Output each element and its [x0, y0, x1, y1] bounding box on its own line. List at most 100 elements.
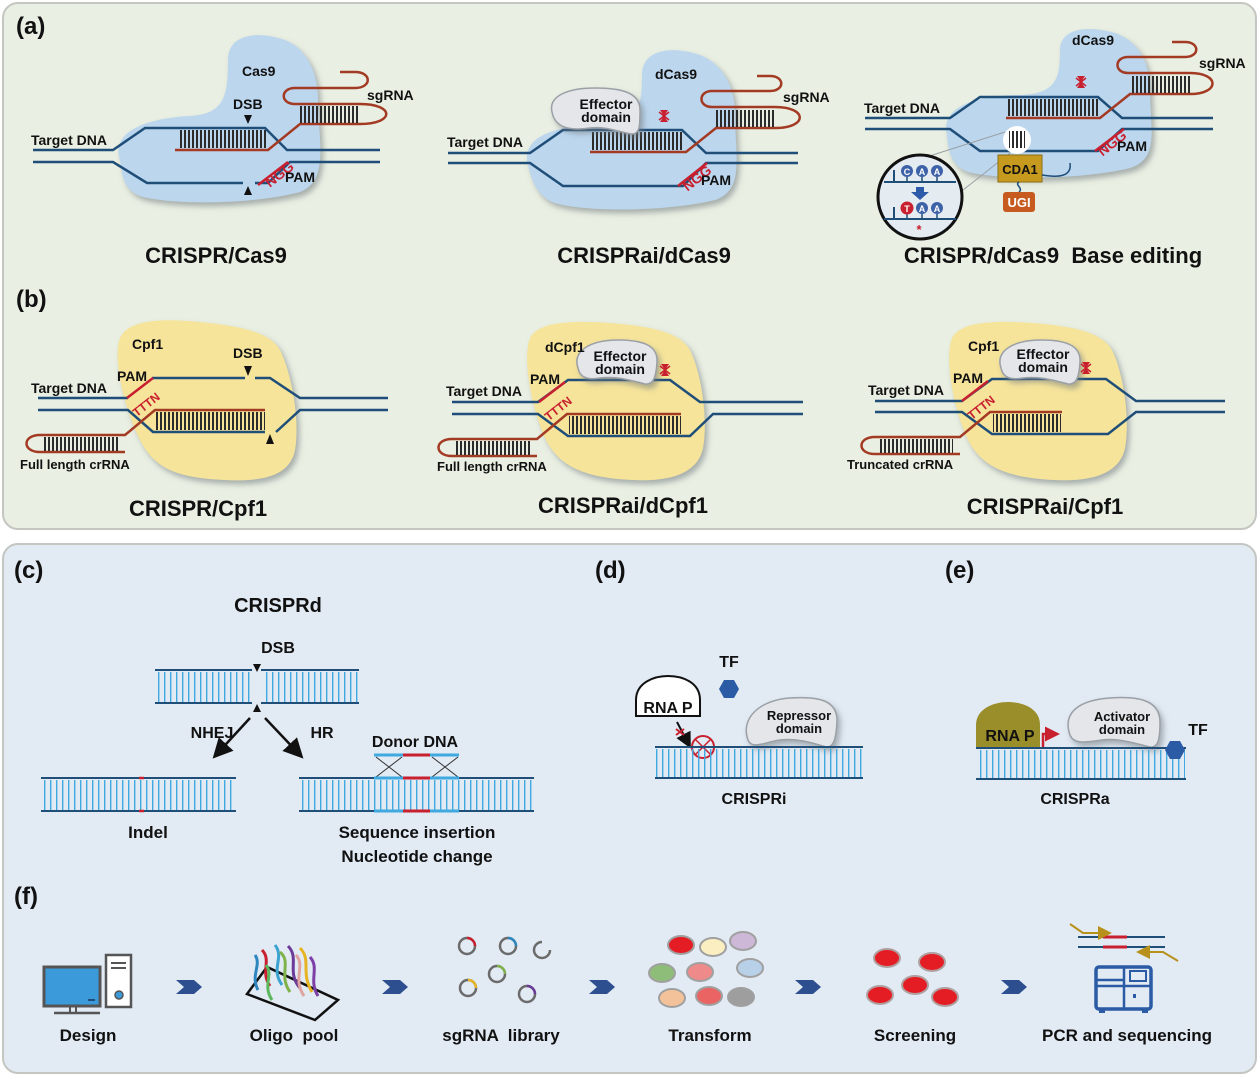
transcription-start-arrow-icon [1041, 726, 1060, 748]
crisprd-dsb-label: DSB [261, 640, 295, 657]
conversion-arrow-icon [911, 187, 929, 200]
dcas9-effector-line2: domain [581, 109, 631, 125]
computer-icon [42, 953, 133, 1015]
tf-hexagon-icon [1165, 741, 1185, 759]
base-before-a2: A [931, 165, 943, 182]
rna-polymerase [976, 702, 1040, 748]
cda1-box [997, 154, 1043, 183]
chevron-arrow-icon [382, 980, 408, 994]
be-pam-label: PAM [1117, 138, 1147, 154]
crisprd-diagram: CRISPRd DSB NHEJ HR Donor DNA [41, 595, 534, 866]
ugi-label: UGI [1007, 195, 1030, 210]
sgrna-stem [1132, 76, 1192, 93]
cpf1-protein-label: Cpf1 [132, 336, 163, 352]
nhej-arrow [212, 717, 251, 759]
cpf1t-effector-line1: Effector [1017, 346, 1070, 362]
crrna-stem [456, 441, 530, 455]
panel-c-label: (c) [14, 557, 43, 584]
hr-arrow [264, 717, 304, 759]
dsb-arrow-bottom [266, 434, 274, 444]
indel-dna [41, 776, 236, 813]
plasmid-library-icon [457, 936, 552, 1004]
base-after-t: T [900, 201, 914, 219]
cas9-title: CRISPR/Cas9 [145, 243, 287, 268]
donor-dna [374, 753, 459, 778]
svg-text:T: T [904, 204, 910, 214]
crispra-diagram: RNA P Activator domain TF CRISPRa [976, 696, 1208, 808]
ugi-linker [1016, 181, 1022, 193]
guide-rna-pairing [592, 132, 682, 150]
dcas9-pam-label: PAM [701, 172, 731, 188]
donor-dna-label: Donor DNA [372, 734, 459, 751]
target-dna-strand-bottom [452, 412, 803, 438]
target-dna-strand-bottom [875, 410, 1225, 436]
exposed-bases [1009, 131, 1025, 148]
step-label-transform: Transform [668, 1026, 751, 1045]
cpf1-protein [949, 321, 1127, 481]
step-label-sgrna-library: sgRNA library [442, 1026, 560, 1045]
svg-text:A: A [934, 204, 941, 214]
cpf1-crrna-label: Full length crRNA [20, 457, 130, 472]
base-after-a2: A [931, 202, 943, 219]
sgrna-stem [300, 106, 360, 123]
cpf1-target-dna-label: Target DNA [31, 380, 107, 396]
cas9-protein-label: Cas9 [242, 63, 276, 79]
cpf1-pam-label: PAM [117, 368, 147, 384]
cpf1-diagram: TTTN Cpf1 DSB PAM Target DNA Full length… [20, 320, 388, 521]
panel-b-label: (b) [16, 286, 47, 313]
crisprd-title: CRISPRd [234, 595, 322, 617]
crispra-rnap-label: RNA P [985, 728, 1035, 745]
screening-workflow: Design Oligo pool sgRNA library Transfor… [42, 923, 1212, 1045]
target-dna-strand-top [865, 95, 1213, 120]
indel-label: Indel [128, 823, 168, 842]
crispri-diagram: TF RNA P Repressor domain CRISPRi [635, 654, 863, 808]
base-before-a1: A [916, 165, 928, 182]
crispri-title: CRISPRi [722, 791, 787, 808]
dsb-arrow-top [244, 115, 252, 124]
tf-hexagon-icon [719, 680, 739, 698]
dcpf1-crrna-label: Full length crRNA [437, 459, 547, 474]
cas9-pam-label: PAM [285, 169, 315, 185]
outcome-line1: Sequence insertion [339, 823, 496, 842]
base-change-inset: C A A T A A * [876, 153, 964, 241]
screened-cells-icon [866, 948, 959, 1007]
panel-f-label: (f) [14, 883, 38, 910]
mutation-mark: * [916, 222, 922, 237]
svg-text:C: C [904, 167, 911, 177]
step-label-oligo-pool: Oligo pool [250, 1026, 339, 1045]
repressor-domain [745, 696, 838, 748]
dsb-arrow-top [244, 366, 252, 376]
effector-domain [550, 87, 641, 135]
activator-domain [1067, 696, 1161, 748]
crrna-pairing [155, 412, 265, 430]
panel-a-label: (a) [16, 13, 45, 40]
cpf1t-protein-label: Cpf1 [968, 338, 999, 354]
pam-bar [257, 161, 289, 186]
target-dna-strand-top [38, 376, 388, 400]
svg-text:A: A [934, 167, 941, 177]
effector-domain [999, 339, 1081, 385]
crrna-stem [44, 437, 118, 451]
inactive-nuclease-icon [659, 364, 671, 376]
cda1-label: CDA1 [1002, 162, 1037, 177]
hr-product-dna [299, 776, 534, 813]
crrna-strand [437, 412, 681, 458]
crrna-pairing [569, 416, 681, 434]
step-label-pcr-sequencing: PCR and sequencing [1042, 1026, 1212, 1045]
dcas9-sgrna-label: sgRNA [783, 89, 830, 105]
base-after-a1: A [916, 202, 928, 219]
dcas9-title: CRISPRai/dCas9 [557, 243, 731, 268]
chevron-arrow-icon [589, 980, 615, 994]
pam-bar [677, 162, 708, 187]
crrna-strand [860, 410, 1062, 456]
dcpf1-title: CRISPRai/dCpf1 [538, 493, 708, 518]
sgrna-strand [590, 74, 801, 154]
chevron-arrow-icon [176, 980, 202, 994]
target-dna-strand-top [452, 378, 803, 404]
cells-icon [648, 931, 764, 1008]
cpf1t-pam-label: PAM [953, 370, 983, 386]
target-dna-strand-bottom [865, 127, 1213, 153]
sgrna-stem [716, 110, 776, 127]
svg-text:A: A [919, 167, 926, 177]
target-dna-strand-bottom [448, 161, 798, 188]
